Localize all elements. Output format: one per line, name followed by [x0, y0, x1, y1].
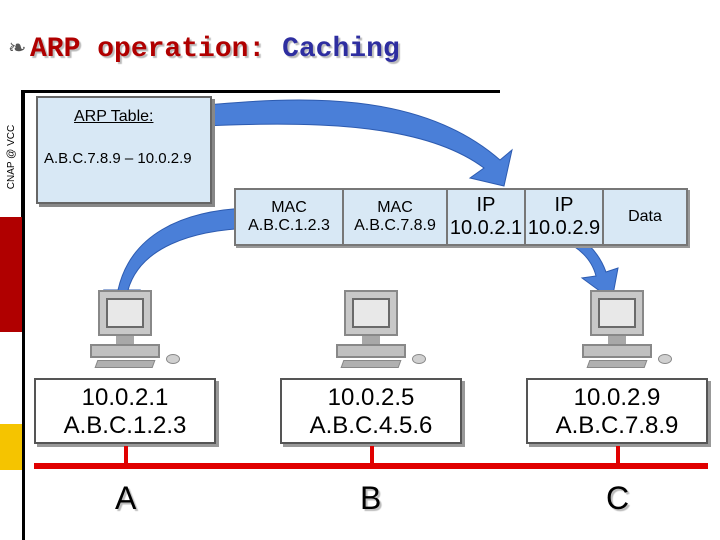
node-letter-a: A — [115, 480, 137, 516]
bus-drop — [370, 446, 374, 466]
sidebar-segment-yellow — [0, 424, 22, 470]
bus-drop — [616, 446, 620, 466]
title-accent: Caching — [282, 34, 400, 65]
monitor-stand — [116, 336, 134, 344]
frame-dst-ip: IP 10.0.2.9 — [524, 188, 604, 246]
frame-data-label: Data — [628, 208, 662, 225]
arp-table-entry: A.B.C.7.8.9 – 10.0.2.9 — [44, 150, 192, 167]
title-main: ARP operation: — [30, 34, 266, 65]
monitor — [98, 290, 152, 336]
node-letter-b: B — [360, 480, 382, 516]
keyboard — [94, 360, 156, 368]
ethernet-frame: MAC A.B.C.1.2.3 MAC A.B.C.7.8.9 IP 10.0.… — [234, 188, 694, 246]
keyboard — [586, 360, 648, 368]
keyboard — [340, 360, 402, 368]
host-label-a: 10.0.2.1 A.B.C.1.2.3 — [34, 378, 216, 444]
arp-table-heading: ARP Table: — [74, 108, 154, 125]
frame-data: Data — [602, 188, 688, 246]
frame-src-mac-label: MAC — [271, 199, 307, 216]
mouse-icon — [166, 354, 180, 364]
frame-src-ip-value: 10.0.2.1 — [449, 217, 523, 239]
sidebar-segment-white — [0, 332, 22, 424]
host-ip: 10.0.2.1 — [81, 384, 169, 411]
arp-table: ARP Table: A.B.C.7.8.9 – 10.0.2.9 — [36, 96, 212, 204]
host-ip: 10.0.2.5 — [327, 384, 415, 411]
sidebar-segment-white — [0, 90, 22, 217]
frame-dst-mac-value: A.B.C.7.8.9 — [354, 217, 436, 234]
monitor — [344, 290, 398, 336]
sidebar-segment-red — [0, 217, 22, 332]
computer-base — [336, 344, 406, 358]
frame-src-mac-value: A.B.C.1.2.3 — [248, 217, 330, 234]
curved-arrow-icon — [195, 99, 513, 187]
frame-src-ip: IP 10.0.2.1 — [446, 188, 526, 246]
frame-dst-ip-value: 10.0.2.9 — [527, 217, 601, 239]
computer-icon — [582, 290, 672, 370]
screen — [106, 298, 144, 328]
host-label-c: 10.0.2.9 A.B.C.7.8.9 — [526, 378, 708, 444]
ethernet-bus — [34, 463, 708, 469]
horizontal-divider — [22, 90, 500, 93]
host-mac: A.B.C.7.8.9 — [555, 412, 679, 439]
monitor-stand — [608, 336, 626, 344]
monitor — [590, 290, 644, 336]
host-ip: 10.0.2.9 — [573, 384, 661, 411]
node-letter-c: C — [606, 480, 630, 516]
sidebar-segment-white — [0, 470, 22, 540]
computer-icon — [336, 290, 426, 370]
screen — [352, 298, 390, 328]
frame-dst-mac-label: MAC — [377, 199, 413, 216]
host-mac: A.B.C.4.5.6 — [309, 412, 433, 439]
title-bullet-icon: ❧ — [8, 36, 27, 61]
mouse-icon — [658, 354, 672, 364]
frame-src-ip-label: IP — [476, 194, 496, 216]
sidebar-strip — [0, 90, 22, 540]
monitor-stand — [362, 336, 380, 344]
frame-dst-mac: MAC A.B.C.7.8.9 — [342, 188, 448, 246]
bus-drop — [124, 446, 128, 466]
computer-base — [582, 344, 652, 358]
screen — [598, 298, 636, 328]
frame-src-mac: MAC A.B.C.1.2.3 — [234, 188, 344, 246]
computer-base — [90, 344, 160, 358]
computer-icon — [90, 290, 180, 370]
frame-dst-ip-label: IP — [554, 194, 574, 216]
mouse-icon — [412, 354, 426, 364]
slide-title: ARP operation: Caching — [30, 34, 400, 65]
host-mac: A.B.C.1.2.3 — [63, 412, 187, 439]
host-label-b: 10.0.2.5 A.B.C.4.5.6 — [280, 378, 462, 444]
vertical-divider — [22, 90, 25, 540]
